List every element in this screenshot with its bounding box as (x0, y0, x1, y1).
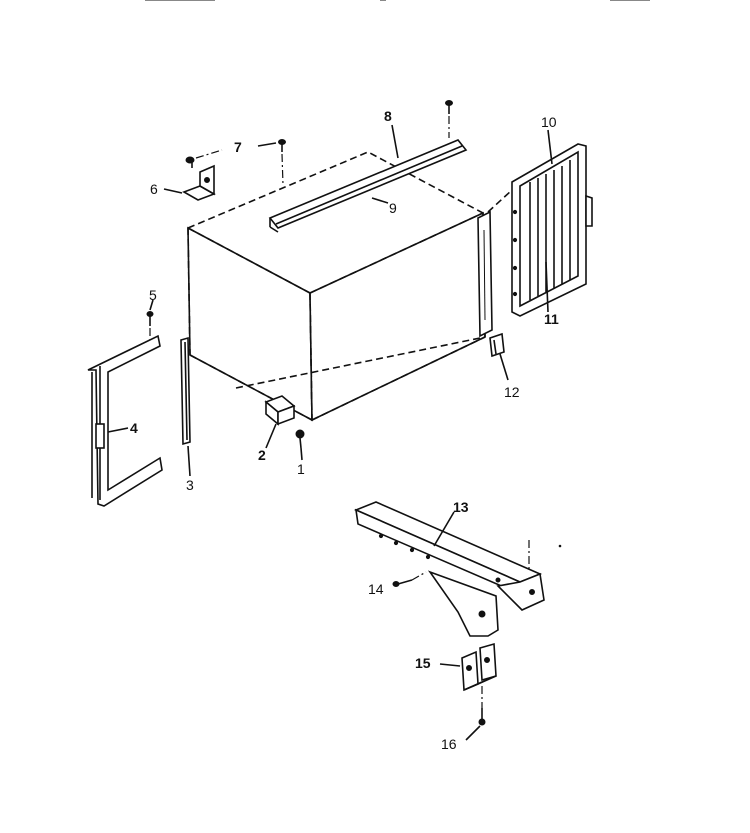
label-5: 5 (149, 287, 157, 303)
label-7: 7 (234, 139, 242, 155)
label-15: 15 (415, 655, 431, 671)
label-13: 13 (453, 499, 469, 515)
label-3: 3 (186, 477, 194, 493)
label-14: 14 (368, 581, 384, 597)
label-6: 6 (150, 181, 158, 197)
cabinet-front-face (187, 226, 313, 422)
screw-16 (465, 686, 486, 741)
label-4: 4 (130, 420, 138, 436)
label-2: 2 (258, 447, 266, 463)
label-8: 8 (384, 108, 392, 124)
label-12: 12 (504, 384, 520, 400)
support-bracket-13 (353, 501, 562, 637)
clip-12 (489, 332, 509, 381)
bracket-6 (163, 164, 216, 201)
cabinet-side-face (309, 211, 486, 422)
screw-8 (371, 100, 453, 204)
screw-5 (146, 299, 154, 340)
screw-7-right (257, 139, 286, 186)
grille-panel-10 (487, 129, 593, 317)
cabinet-right-flange (477, 210, 493, 338)
part-labels: 1 2 3 4 5 6 7 8 9 10 11 12 13 14 15 16 (130, 108, 559, 752)
label-1: 1 (297, 461, 305, 477)
left-panel-4 (87, 334, 163, 507)
foot-bracket-2 (264, 395, 296, 449)
label-10: 10 (541, 114, 557, 130)
label-9: 9 (389, 200, 397, 216)
screw-7-left (185, 149, 223, 168)
screw-1 (295, 429, 305, 461)
cabinet-box (187, 151, 493, 422)
label-16: 16 (441, 736, 457, 752)
bracket-15 (439, 642, 497, 692)
seal-strip-3 (180, 336, 191, 477)
screw-14 (392, 571, 427, 587)
top-rail (268, 139, 468, 233)
label-11: 11 (544, 311, 559, 327)
